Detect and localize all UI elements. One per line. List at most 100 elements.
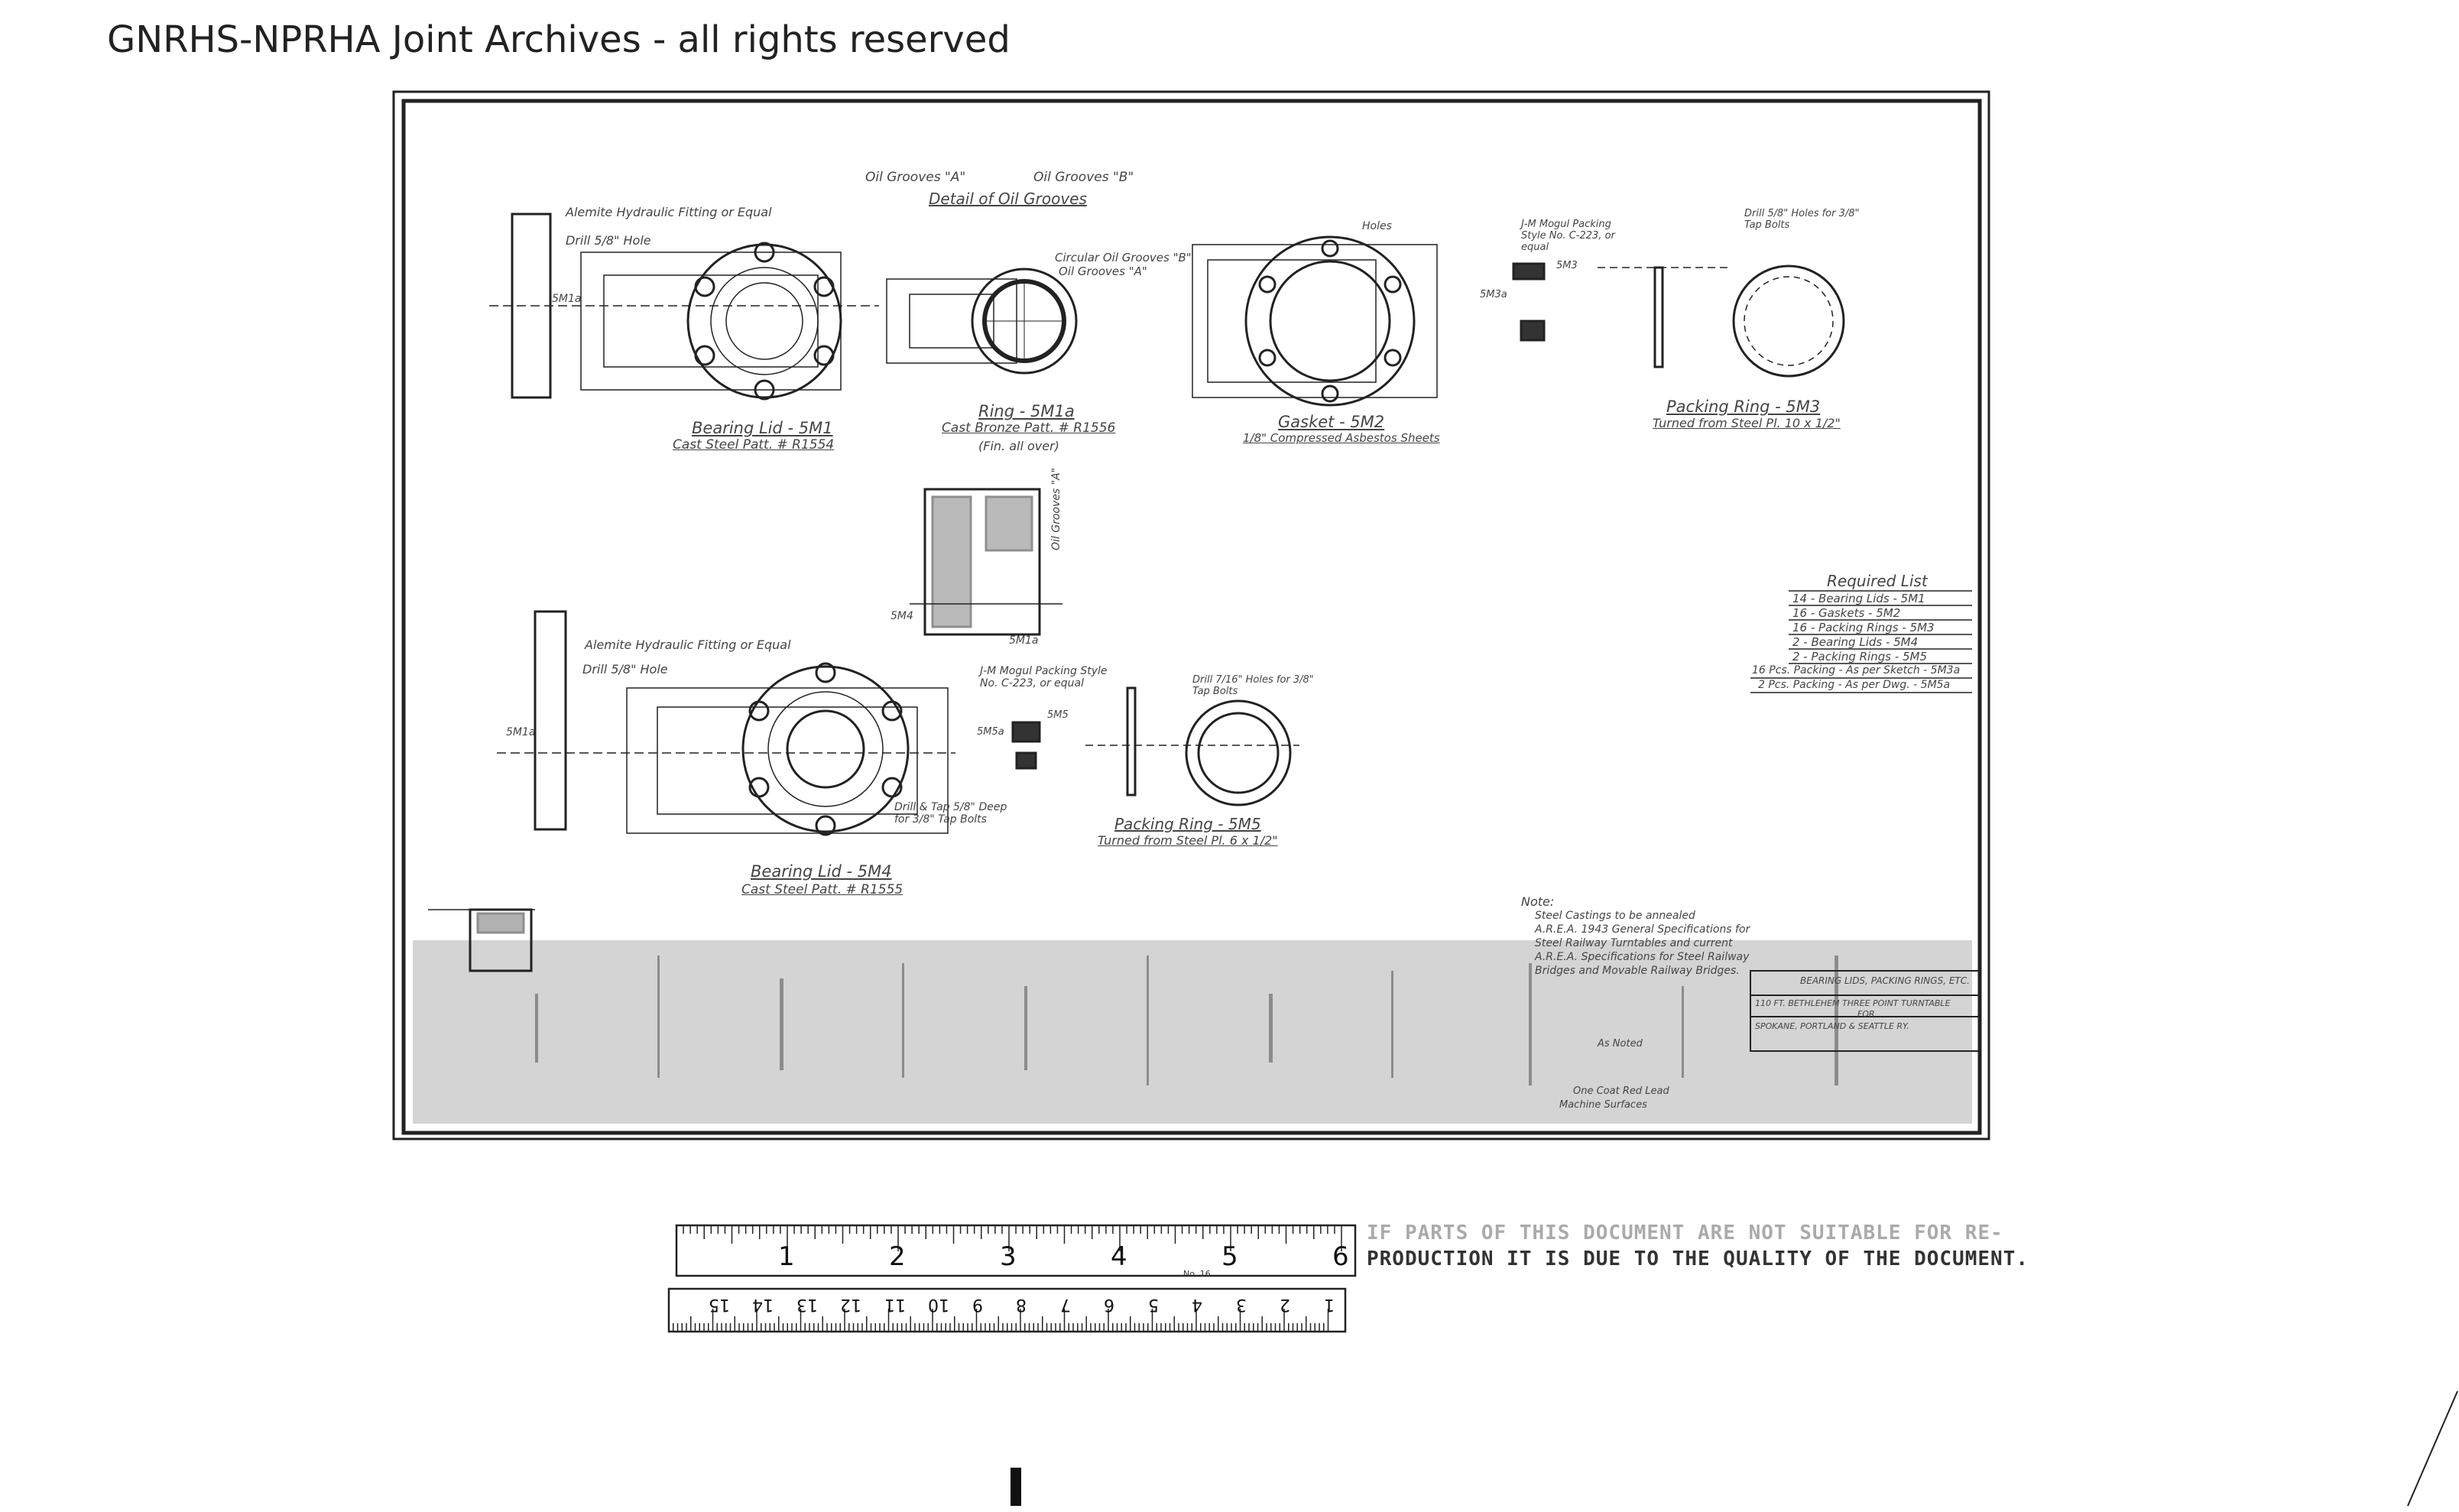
title-block-frame <box>1750 970 1981 1052</box>
bearing-lid-5m1-title: Bearing Lid - 5M1 <box>692 419 833 437</box>
cm-label: 7 <box>1059 1295 1071 1314</box>
bearing-lid-5m4-part-ref: 5M1a <box>506 726 536 738</box>
inch-label: 4 <box>1111 1241 1127 1272</box>
oil-groove-a-label: Oil Grooves "A" <box>865 170 966 185</box>
inch-ruler-ticks <box>676 1225 1342 1251</box>
bearing-lid-5m4-tap-note: Drill & Tap 5/8" Deep for 3/8" Tap Bolts <box>894 801 1007 826</box>
bearing-lid-5m4-drawing <box>497 610 955 836</box>
packing-5m5-mogul-note: J-M Mogul Packing Style No. C-223, or eq… <box>980 665 1108 689</box>
packing-ring-5m5-subtitle: Turned from Steel Pl. 6 x 1/2" <box>1098 833 1278 848</box>
ring-5m1a-note-a: Circular Oil Grooves "B" <box>1055 251 1192 264</box>
notes-misc: One Coat Red Lead <box>1573 1085 1669 1097</box>
cm-label: 10 <box>928 1295 949 1314</box>
cm-label: 14 <box>752 1295 774 1314</box>
packing-5m5-ref-a: 5M5a <box>977 726 1004 738</box>
bearing-lid-5m1-fitting-note: Alemite Hydraulic Fitting or Equal <box>566 205 772 219</box>
cm-label: 4 <box>1192 1295 1202 1314</box>
title-block-line: SPOKANE, PORTLAND & SEATTLE RY. <box>1755 1021 1909 1031</box>
scan-notice-line-2: PRODUCTION IT IS DUE TO THE QUALITY OF T… <box>1367 1248 2029 1270</box>
notes-line: Steel Castings to be annealed <box>1535 910 1695 922</box>
section-detail <box>910 488 1062 636</box>
packing-5m5-drill-note: Drill 7/16" Holes for 3/8" Tap Bolts <box>1192 674 1314 697</box>
cm-label: 11 <box>884 1295 906 1314</box>
cm-label: 9 <box>972 1295 983 1314</box>
title-block-line: BEARING LIDS, PACKING RINGS, ETC. <box>1800 975 1970 986</box>
cm-label: 1 <box>1323 1295 1335 1314</box>
required-list-row: 14 - Bearing Lids - 5M1 <box>1792 592 1925 605</box>
scan-speckle <box>535 956 1838 1085</box>
binding-mark <box>1011 1468 1021 1506</box>
required-list-title: Required List <box>1827 572 1928 590</box>
cm-label: 12 <box>840 1295 861 1314</box>
inch-label: 2 <box>889 1241 906 1272</box>
cm-ruler-ticks <box>668 1309 1329 1332</box>
section-ref-5m4: 5M4 <box>890 610 913 622</box>
inch-label: 1 <box>778 1241 795 1272</box>
required-list-row: 16 - Gaskets - 5M2 <box>1792 606 1901 620</box>
packing-ring-5m3-subtitle: Turned from Steel Pl. 10 x 1/2" <box>1653 416 1841 430</box>
notes-misc: Machine Surfaces <box>1559 1099 1647 1111</box>
bearing-lid-5m4-title: Bearing Lid - 5M4 <box>751 862 892 881</box>
packing-5m3-ref-a: 5M3a <box>1480 289 1507 300</box>
cm-label: 3 <box>1235 1295 1247 1314</box>
scan-noise <box>413 940 1972 1124</box>
notes-line: Bridges and Movable Railway Bridges. <box>1535 965 1740 977</box>
ring-5m1a-title: Ring - 5M1a <box>978 402 1075 420</box>
ring-5m1a-finish-note: (Fin. all over) <box>978 439 1059 453</box>
cm-label: 13 <box>796 1295 818 1314</box>
bearing-lid-5m4-drill-note: Drill 5/8" Hole <box>582 662 668 677</box>
title-block-line: 110 FT. BETHLEHEM THREE POINT TURNTABLE <box>1755 998 1951 1008</box>
notes-misc: As Noted <box>1598 1038 1643 1050</box>
packing-5m3-drill-note: Drill 5/8" Holes for 3/8" Tap Bolts <box>1744 208 1860 231</box>
title-block-line: FOR <box>1857 1009 1875 1019</box>
cm-label: 15 <box>708 1295 730 1314</box>
cm-label: 8 <box>1016 1295 1027 1314</box>
ring-5m1a-note-b: Oil Grooves "A" <box>1059 264 1147 278</box>
required-list-row: 2 Pcs. Packing - As per Dwg. - 5M5a <box>1758 679 1951 691</box>
section-oil-groove-note: Oil Grooves "A" <box>1050 467 1062 550</box>
cm-label: 6 <box>1104 1295 1114 1314</box>
packing-ring-5m5-drawing <box>1011 686 1299 806</box>
inch-label: 3 <box>1000 1241 1017 1272</box>
bearing-lid-5m1-subtitle: Cast Steel Patt. # R1554 <box>673 437 835 453</box>
notes-line: A.R.E.A. Specifications for Steel Railwa… <box>1535 951 1750 963</box>
small-section <box>428 908 535 972</box>
bearing-lid-5m4-subtitle: Cast Steel Patt. # R1555 <box>741 882 903 897</box>
bearing-lid-5m1-drawing <box>489 213 879 401</box>
notes-heading: Note: <box>1521 894 1555 909</box>
ring-5m1a-drawing <box>886 268 1078 375</box>
gasket-5m2-subtitle: 1/8" Compressed Asbestos Sheets <box>1243 431 1440 445</box>
required-list-row: 2 - Bearing Lids - 5M4 <box>1792 635 1919 649</box>
required-list-row: 2 - Packing Rings - 5M5 <box>1792 650 1928 664</box>
bearing-lid-5m4-fitting-note: Alemite Hydraulic Fitting or Equal <box>585 638 791 652</box>
watermark-text: GNRHS-NPRHA Joint Archives - all rights … <box>107 18 1011 61</box>
packing-5m3-ref: 5M3 <box>1556 260 1578 271</box>
ruler-mark: No. 16 <box>1183 1269 1211 1279</box>
section-ref-5m1a: 5M1a <box>1009 634 1039 647</box>
oil-grooves-detail-title: Detail of Oil Grooves <box>929 190 1087 208</box>
notes-line: Steel Railway Turntables and current <box>1535 937 1733 949</box>
inch-label: 6 <box>1332 1241 1349 1272</box>
notes-line: A.R.E.A. 1943 General Specifications for <box>1535 923 1750 936</box>
gasket-5m2-drawing <box>1192 235 1438 407</box>
bearing-lid-5m1-drill-note: Drill 5/8" Hole <box>566 233 651 248</box>
page-edge-line <box>2407 1390 2458 1507</box>
inch-label: 5 <box>1221 1241 1238 1272</box>
oil-groove-b-label: Oil Grooves "B" <box>1033 170 1134 185</box>
bearing-lid-5m1-part-ref: 5M1a <box>552 293 582 305</box>
ring-5m1a-subtitle: Cast Bronze Patt. # R1556 <box>942 420 1116 436</box>
cm-label: 5 <box>1147 1295 1159 1314</box>
packing-ring-5m3-drawing <box>1512 262 1845 378</box>
gasket-5m2-title: Gasket - 5M2 <box>1278 413 1385 431</box>
packing-ring-5m5-title: Packing Ring - 5M5 <box>1114 815 1261 833</box>
drawing-border <box>392 90 1990 1140</box>
cm-label: 2 <box>1280 1295 1290 1314</box>
required-list-row: 16 - Packing Rings - 5M3 <box>1792 621 1935 634</box>
packing-ring-5m3-title: Packing Ring - 5M3 <box>1666 397 1821 416</box>
gasket-5m2-holes-note: Holes <box>1362 220 1392 232</box>
packing-5m3-mogul-note: J-M Mogul Packing Style No. C-223, or eq… <box>1521 219 1615 253</box>
required-list-row: 16 Pcs. Packing - As per Sketch - 5M3a <box>1752 664 1961 677</box>
scan-notice-line-1: IF PARTS OF THIS DOCUMENT ARE NOT SUITAB… <box>1367 1222 2003 1244</box>
required-list-table <box>1750 590 1972 693</box>
